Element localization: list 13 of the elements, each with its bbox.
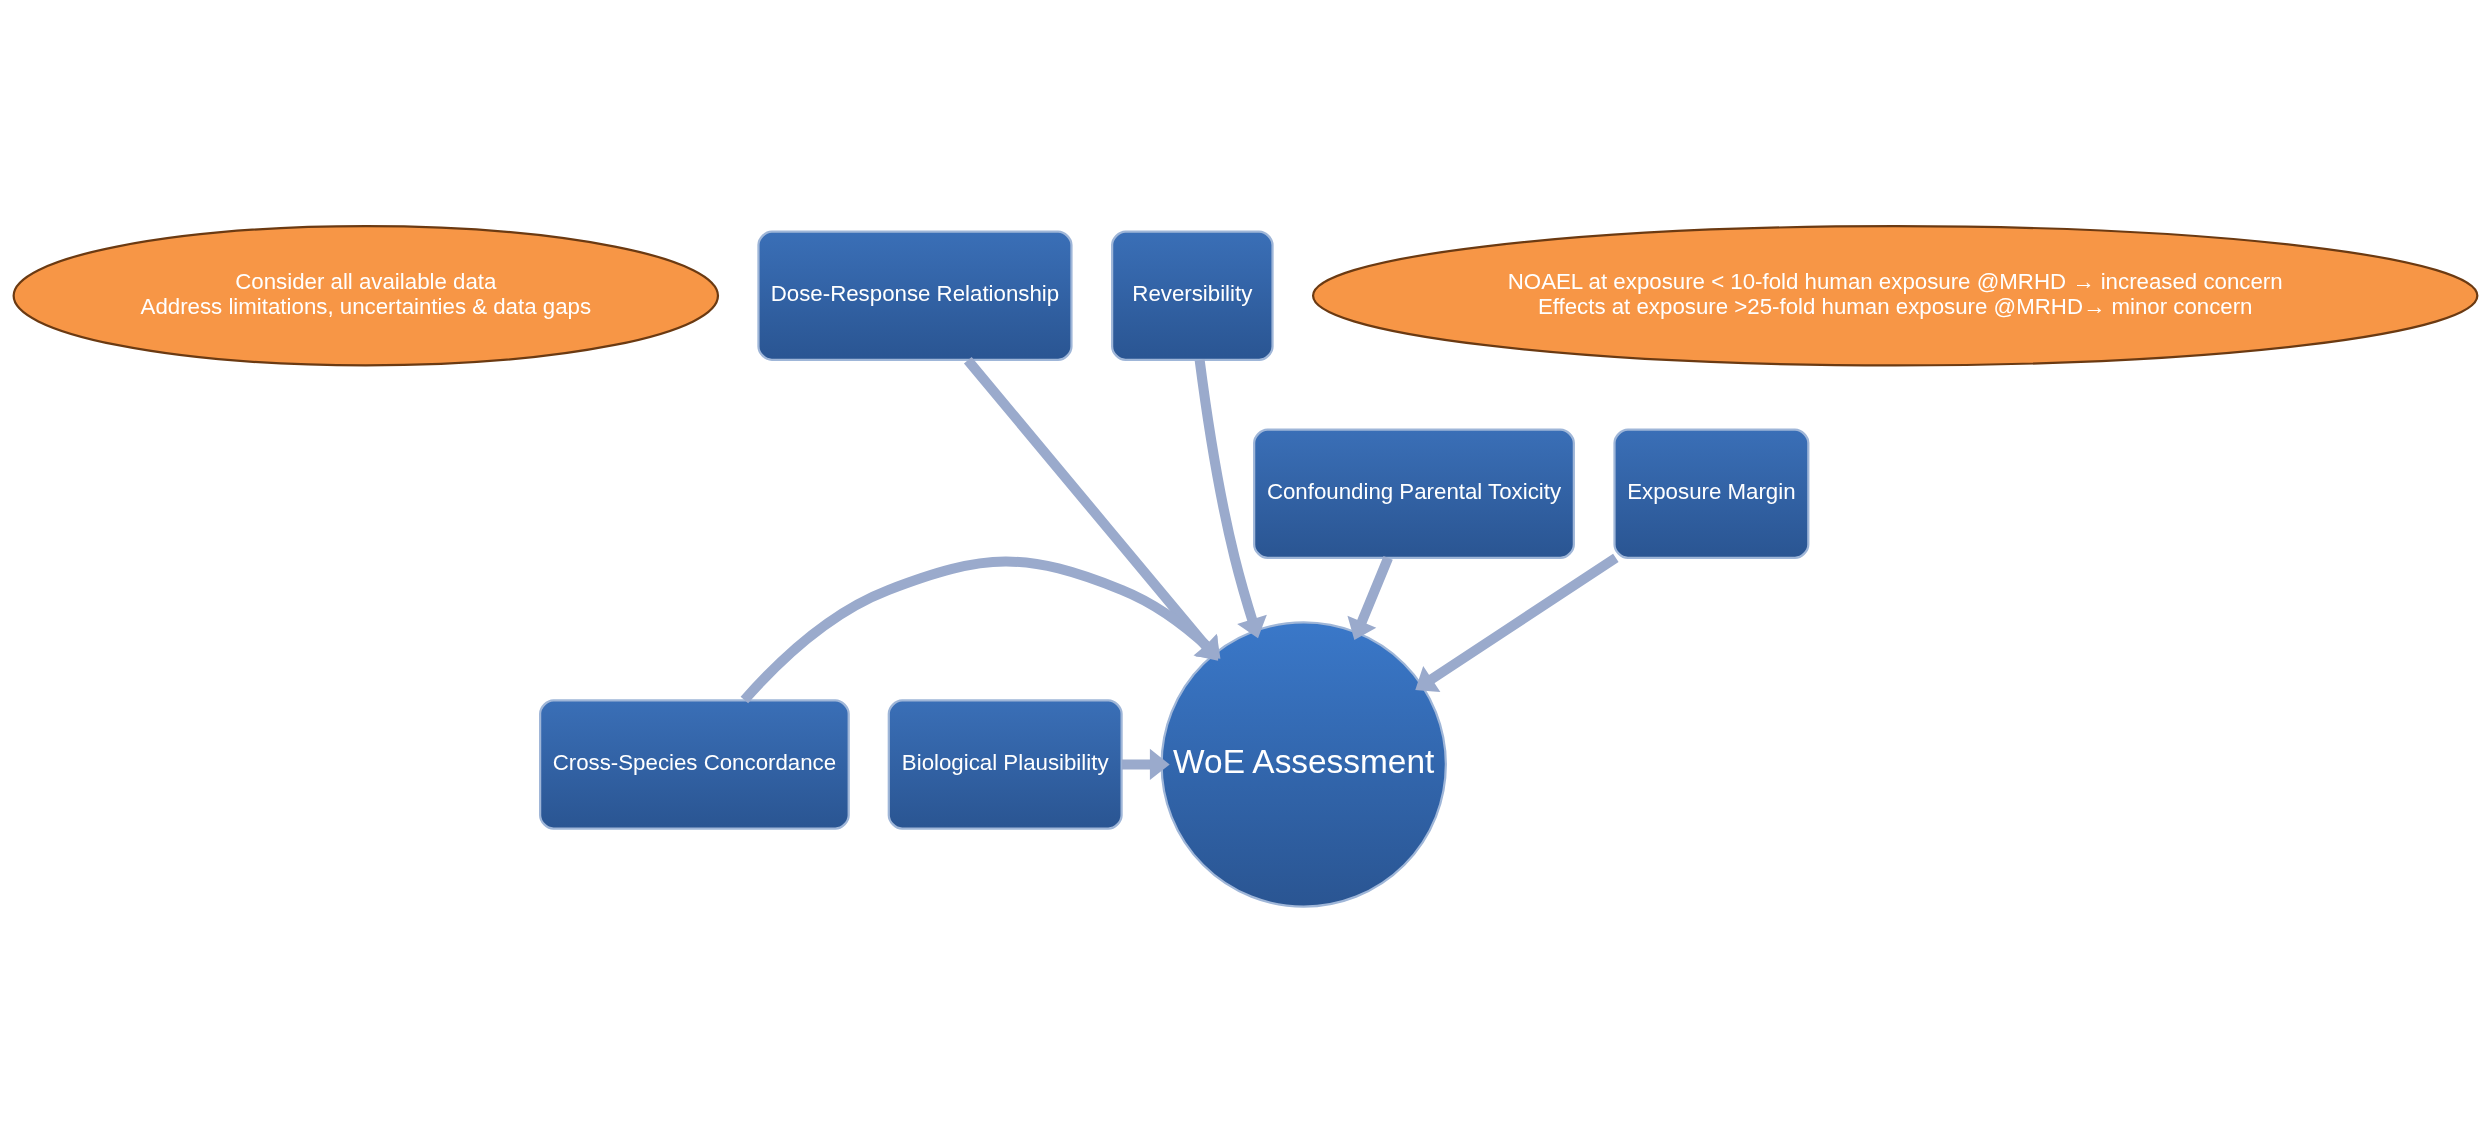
node-box: Reversibility <box>1111 230 1274 361</box>
arrow <box>1121 748 1170 780</box>
node-circle: WoE Assessment <box>1160 620 1447 908</box>
arrow <box>1415 553 1619 692</box>
node-box: Exposure Margin <box>1613 428 1810 559</box>
arrow <box>1194 359 1267 638</box>
node-box: Dose-Response Relationship <box>757 230 1073 361</box>
node-ellipse: NOAEL at exposure < 10-fold human exposure @MRHD → increased concern Effects at exposure >25-fold human exposure @MRHD→ minor concern <box>1311 224 2479 366</box>
node-ellipse: Consider all available data Address limitations, uncertainties & data gaps <box>12 224 720 366</box>
node-box: Biological Plausibility <box>887 698 1123 830</box>
node-box: Confounding Parental Toxicity <box>1253 428 1575 559</box>
node-box: Cross-Species Concordance <box>539 698 850 830</box>
arrow <box>1347 555 1393 640</box>
